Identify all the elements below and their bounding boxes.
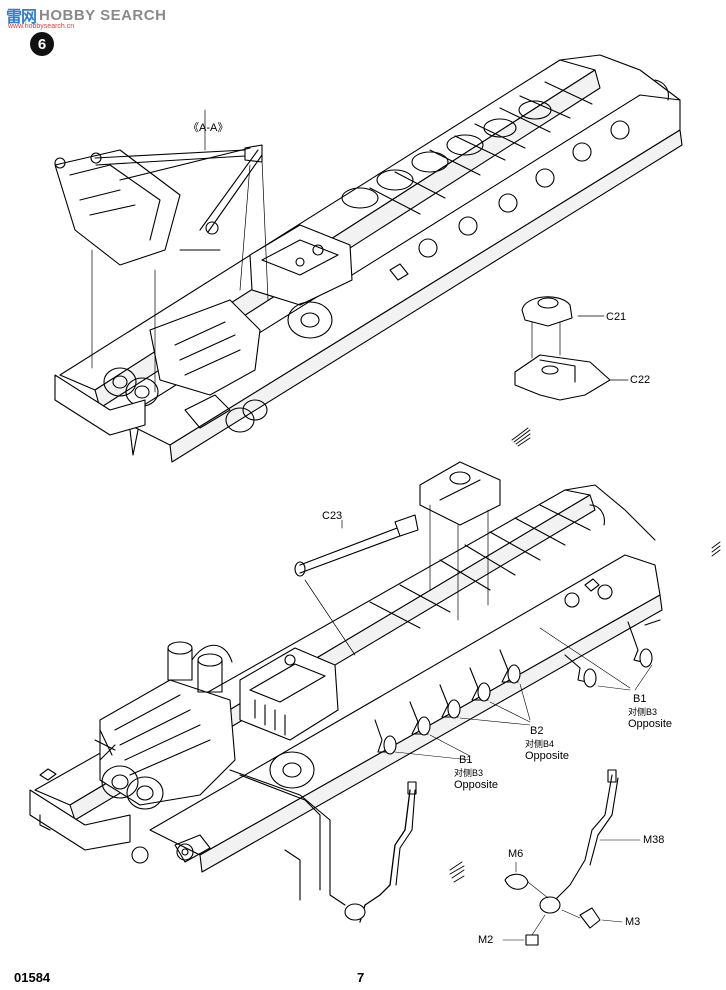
- step-number-badge: 6: [30, 32, 54, 56]
- part-label-b1-right: B1: [633, 693, 647, 705]
- direction-mark-3: [711, 541, 721, 557]
- part-label-b1-right-cn: 对侧B3: [628, 707, 658, 717]
- parts-c21-c22: [514, 296, 629, 401]
- watermark-brand-cn: 雷网: [6, 7, 37, 26]
- watermark-url: www.hobbysearch.cn: [8, 23, 75, 30]
- suspension-arms: [374, 619, 661, 761]
- direction-mark-2: [449, 861, 465, 883]
- part-label-c21: C21: [606, 311, 627, 323]
- upper-chassis-frame: [54, 54, 683, 463]
- direction-mark-1: [511, 427, 531, 447]
- front-axle-detail-aa: [54, 109, 269, 393]
- lower-chassis-frame: [29, 484, 663, 873]
- part-label-b1-left-cn: 对侧B3: [454, 768, 484, 778]
- drive-shaft-c23: [294, 514, 419, 656]
- part-label-b2-en: Opposite: [525, 750, 570, 762]
- part-label-b1-right-en: Opposite: [628, 718, 673, 730]
- part-label-c22: C22: [630, 374, 651, 386]
- engine-assembly: [94, 641, 346, 906]
- part-label-b1-left-en: Opposite: [454, 779, 499, 791]
- part-label-m38: M38: [643, 834, 665, 846]
- part-label-m6: M6: [508, 848, 524, 860]
- part-label-b2-cn: 对侧B4: [525, 739, 555, 749]
- part-label-c23: C23: [322, 510, 343, 522]
- section-label-aa: 《A-A》: [188, 122, 229, 134]
- product-code: 01584: [14, 970, 51, 985]
- steering-arm-m-parts: [344, 769, 641, 946]
- part-label-m3: M3: [625, 916, 641, 928]
- page-number: 7: [357, 970, 365, 985]
- watermark-brand-en: HOBBY SEARCH: [39, 6, 167, 24]
- part-label-b2: B2: [530, 725, 544, 737]
- gearbox-mount-bracket: [419, 461, 501, 621]
- part-label-m2: M2: [478, 934, 494, 946]
- watermark-logo: 雷网 HOBBY SEARCH: [6, 4, 167, 27]
- part-label-b1-left: B1: [459, 754, 473, 766]
